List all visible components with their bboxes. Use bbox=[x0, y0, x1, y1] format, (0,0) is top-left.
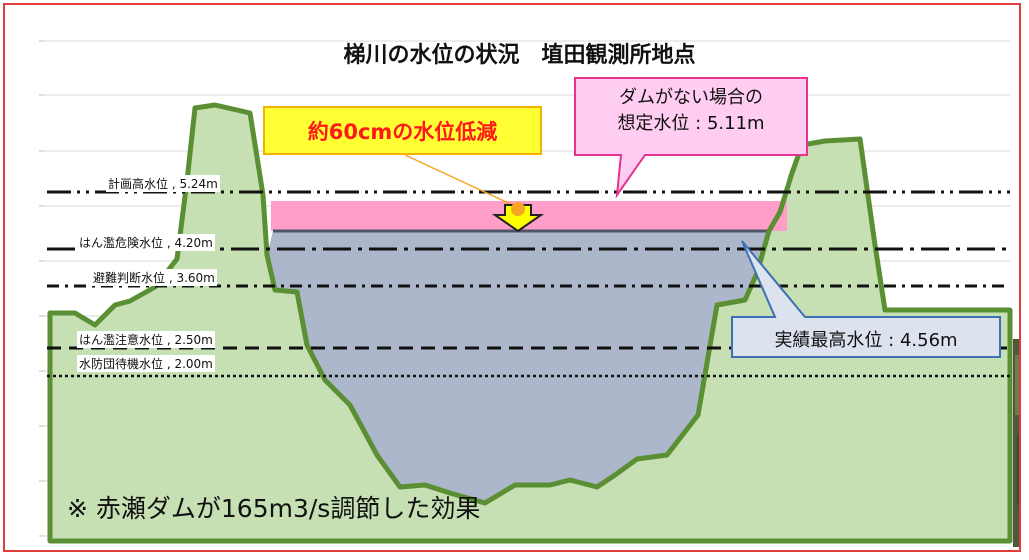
footnote: ※ 赤瀬ダムが165m3/s調節した効果 bbox=[67, 494, 481, 523]
actual-max-callout-bubble bbox=[731, 240, 1001, 358]
level-label-flood-caution: はん濫注意水位 , 2.50m bbox=[77, 331, 215, 348]
terrain-outline bbox=[47, 102, 1013, 544]
no-dam-callout-bubble bbox=[574, 77, 808, 199]
marker-dot bbox=[511, 202, 525, 216]
actual-max-callout-text: 実績最高水位 : 4.56m bbox=[774, 329, 958, 351]
actual-water-body bbox=[267, 231, 771, 503]
no-dam-callout-line2: 想定水位 : 5.11m bbox=[617, 113, 765, 134]
diagram-frame: 梯川の水位の状況 埴田観測所地点 計画高水位 , 5.24m はん濫危険水位 ,… bbox=[3, 3, 1021, 552]
no-dam-callout-line1: ダムがない場合の bbox=[619, 87, 763, 108]
cross-section-canvas bbox=[39, 40, 1019, 547]
down-arrow-icon bbox=[491, 204, 545, 233]
terrain-cross-section bbox=[50, 105, 1010, 541]
photo-thumbnail-fragment bbox=[1013, 339, 1019, 547]
level-label-evacuation: 避難判断水位 , 3.60m bbox=[91, 269, 217, 286]
level-label-planned-high: 計画高水位 , 5.24m bbox=[106, 175, 220, 192]
axis-ticks bbox=[39, 40, 45, 537]
no-dam-callout-text: ダムがない場合の 想定水位 : 5.11m bbox=[575, 85, 807, 137]
level-label-flood-danger: はん濫危険水位 , 4.20m bbox=[77, 234, 215, 251]
reduction-callout: 約60cmの水位低減 bbox=[263, 106, 542, 155]
page-title: 梯川の水位の状況 埴田観測所地点 bbox=[5, 37, 1019, 69]
reduction-leader-line bbox=[404, 154, 518, 208]
level-label-standby: 水防団待機水位 , 2.00m bbox=[77, 355, 215, 372]
